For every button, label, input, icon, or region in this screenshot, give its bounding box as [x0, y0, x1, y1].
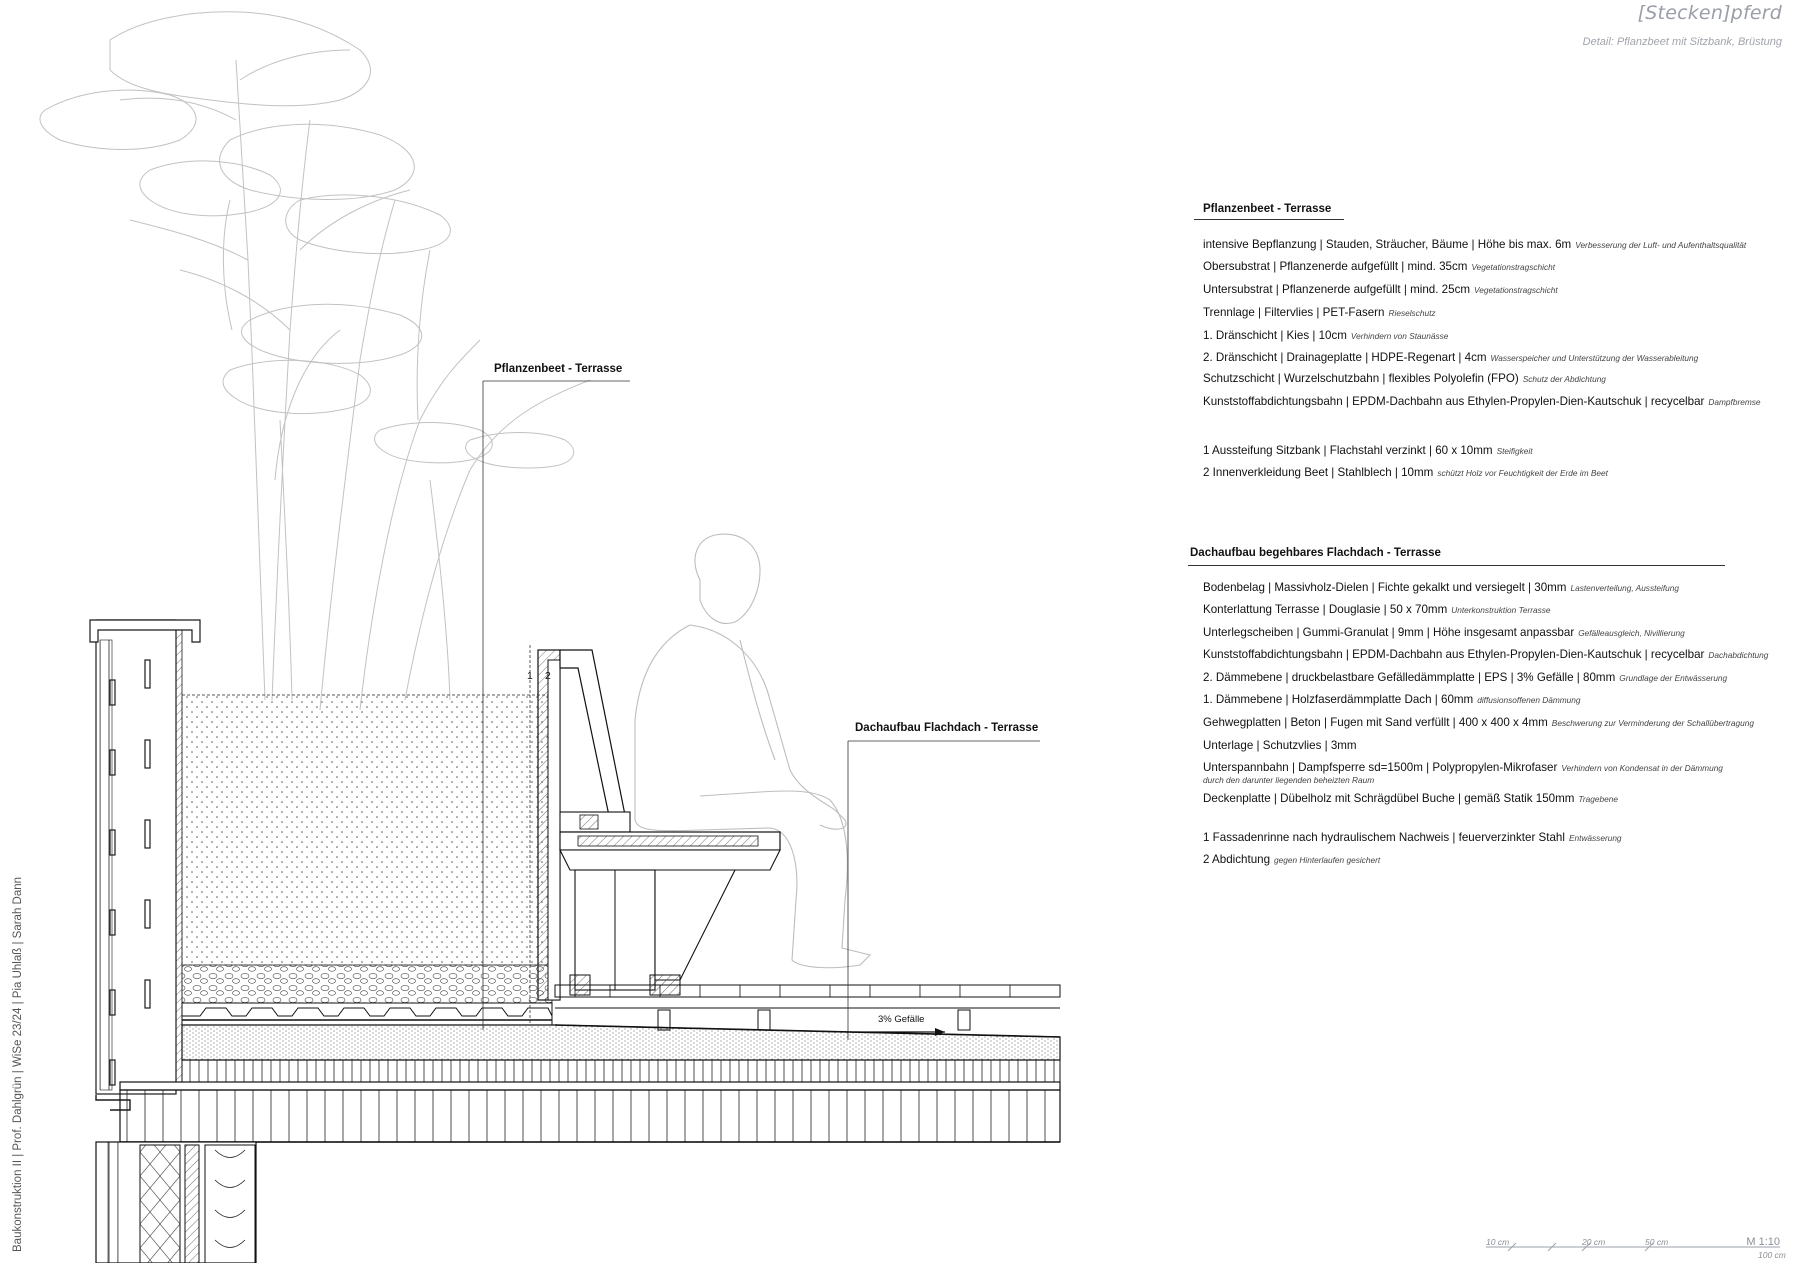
scale-label: M 1:10 [1746, 1236, 1780, 1248]
leader-roof [847, 740, 1040, 1040]
marker-2: 2 [545, 670, 551, 682]
list-item: 1 Fassadenrinne nach hydraulischem Nachw… [1203, 831, 1622, 844]
section-heading-roof: Dachaufbau begehbares Flachdach - Terras… [1190, 547, 1441, 559]
slope-label: 3% Gefälle [878, 1014, 925, 1025]
list-item: 2 Innenverkleidung Beet | Stahlblech | 1… [1203, 466, 1608, 479]
list-item: intensive Bepflanzung | Stauden, Sträuch… [1203, 238, 1747, 251]
section-underline-plant [1194, 219, 1344, 220]
list-item: Obersubstrat | Pflanzenerde aufgefüllt |… [1203, 260, 1556, 273]
list-item: Konterlattung Terrasse | Douglasie | 50 … [1203, 603, 1551, 616]
planter-gravel [181, 964, 553, 1004]
list-item: Schutzschicht | Wurzelschutzbahn | flexi… [1203, 372, 1606, 385]
parapet-wall [89, 619, 201, 1111]
leader-plant [482, 380, 630, 1030]
scale-100: 100 cm [1758, 1250, 1786, 1260]
list-item: Unterlegscheiben | Gummi-Granulat | 9mm … [1203, 626, 1685, 639]
list-item: Deckenplatte | Dübelholz mit Schrägdübel… [1203, 792, 1618, 805]
list-item: Kunststoffabdichtungsbahn | EPDM-Dachbah… [1203, 648, 1769, 661]
section-heading-plant: Pflanzenbeet - Terrasse [1203, 203, 1332, 215]
drawing-label-roof: Dachaufbau Flachdach - Terrasse [855, 722, 1039, 734]
list-item: Unterlage | Schutzvlies | 3mm [1203, 739, 1357, 752]
roof-buildup [119, 984, 1061, 1143]
scale-10: 10 cm [1486, 1237, 1510, 1247]
section-underline-roof [1188, 565, 1725, 566]
list-item: Bodenbelag | Massivholz-Dielen | Fichte … [1203, 581, 1680, 594]
bench [537, 649, 781, 1001]
tree-sketch [39, 11, 591, 711]
drawing-label-plant: Pflanzenbeet - Terrasse [494, 363, 623, 375]
person-sketch [634, 533, 872, 969]
detail-subtitle: Detail: Pflanzbeet mit Sitzbank, Brüstun… [1582, 36, 1782, 48]
list-item: 1. Dämmebene | Holzfaserdämmplatte Dach … [1203, 693, 1581, 706]
project-title: [Stecken]pferd [1637, 2, 1782, 24]
planter-soil [181, 694, 553, 966]
sidebar-credits: Baukonstruktion II | Prof. Dahlgrün | Wi… [12, 876, 24, 1252]
scale-bar [1486, 1242, 1780, 1252]
list-item: 2. Dämmebene | druckbelastbare Gefälledä… [1203, 671, 1728, 684]
list-item: 2. Dränschicht | Drainageplatte | HDPE-R… [1203, 351, 1699, 364]
marker-1: 1 [527, 670, 533, 682]
drainage-board [181, 1002, 553, 1026]
list-item: Kunststoffabdichtungsbahn | EPDM-Dachbah… [1203, 395, 1761, 408]
list-item: Gehwegplatten | Beton | Fugen mit Sand v… [1203, 716, 1754, 729]
scale-50: 50 cm [1645, 1237, 1669, 1247]
lower-wall [95, 1141, 257, 1263]
list-item: Untersubstrat | Pflanzenerde aufgefüllt … [1203, 283, 1558, 296]
scale-20: 20 cm [1582, 1237, 1606, 1247]
list-item: Unterspannbahn | Dampfsperre sd=1500m | … [1203, 761, 1723, 785]
list-item: 1 Aussteifung Sitzbank | Flachstahl verz… [1203, 444, 1533, 457]
